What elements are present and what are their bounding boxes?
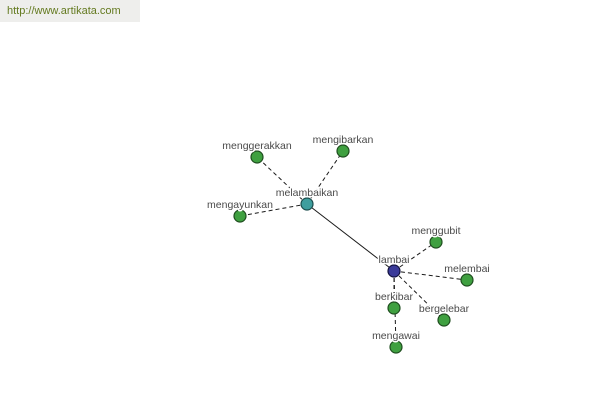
edge-melambaikan-lambai: [306, 203, 395, 272]
graph-node-lambai[interactable]: [387, 264, 401, 278]
graph-node-label-menggubit[interactable]: menggubit: [410, 224, 462, 239]
labels-layer: lambai melambaikan menggerakkan mengibarkan…: [206, 133, 492, 344]
graph-node-label-mengawai[interactable]: mengawai: [371, 329, 422, 344]
graph-node-label-mengibarkan[interactable]: mengibarkan: [311, 133, 375, 148]
edge-melambaikan-mengayunkan: [239, 203, 308, 217]
edge-lambai-menggubit: [393, 241, 437, 272]
nodes-layer: [233, 144, 474, 354]
graph-node-label-berkibar[interactable]: berkibar: [374, 290, 415, 305]
edge-lambai-melembai: [393, 270, 468, 281]
graph-node-mengibarkan[interactable]: [336, 144, 350, 158]
graph-node-menggerakkan[interactable]: [250, 150, 264, 164]
graph-node-berkibar[interactable]: [387, 301, 401, 315]
graph-node-bergelebar[interactable]: [437, 313, 451, 327]
graph-node-menggubit[interactable]: [429, 235, 443, 249]
edge-lambai-bergelebar: [393, 270, 445, 321]
graph-node-melambaikan[interactable]: [300, 197, 314, 211]
graph-node-label-melambaikan[interactable]: melambaikan: [274, 186, 340, 201]
graph-node-mengayunkan[interactable]: [233, 209, 247, 223]
graph-node-label-lambai[interactable]: lambai: [377, 253, 411, 268]
edge-melambaikan-menggerakkan: [256, 156, 308, 205]
edge-melambaikan-mengibarkan: [306, 150, 344, 205]
graph-node-label-bergelebar[interactable]: bergelebar: [417, 302, 471, 317]
graph-node-label-mengayunkan[interactable]: mengayunkan: [206, 198, 275, 213]
url-bar: http://www.artikata.com: [0, 0, 140, 22]
graph-node-melembai[interactable]: [460, 273, 474, 287]
graph-node-mengawai[interactable]: [389, 340, 403, 354]
graph-node-label-menggerakkan[interactable]: menggerakkan: [221, 139, 294, 154]
edges-layer: [239, 150, 468, 348]
url-text: http://www.artikata.com: [7, 5, 121, 17]
graph-node-label-melembai[interactable]: melembai: [443, 262, 492, 277]
